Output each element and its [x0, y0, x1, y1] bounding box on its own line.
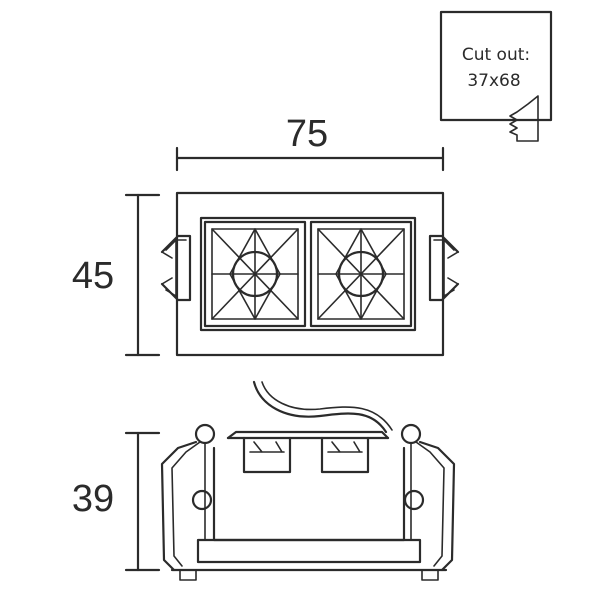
cutout-note-line2: 37x68: [467, 71, 520, 91]
cutout-saw-icon: [509, 95, 539, 142]
width-dimension-label: 75: [286, 113, 328, 155]
height-dimension: 45: [72, 193, 161, 357]
heatsink-blocks: [242, 436, 370, 474]
side-view: [160, 380, 456, 581]
left-spring-arm: [160, 423, 216, 572]
depth-dimension: 39: [72, 431, 161, 572]
cutout-note-frame: [439, 10, 553, 122]
front-view: [160, 191, 460, 357]
cutout-note: Cut out: 37x68: [439, 10, 553, 142]
left-lens-cell: [203, 220, 307, 328]
height-dimension-label: 45: [72, 255, 114, 297]
lens-housing: [199, 216, 417, 332]
front-bezel: [196, 538, 422, 564]
right-spring-arm: [400, 423, 456, 572]
side-body: [212, 446, 406, 542]
front-view-frame: [175, 191, 445, 357]
depth-dimension-label: 39: [72, 478, 114, 520]
right-lens-cell: [309, 220, 413, 328]
left-spring-clip: [160, 234, 192, 302]
right-lens-icon: [337, 250, 385, 298]
width-dimension: 75: [175, 113, 445, 172]
right-spring-clip: [428, 234, 460, 302]
left-lens-icon: [231, 250, 279, 298]
power-cable: [252, 380, 388, 434]
cutout-note-line1: Cut out:: [462, 45, 530, 65]
